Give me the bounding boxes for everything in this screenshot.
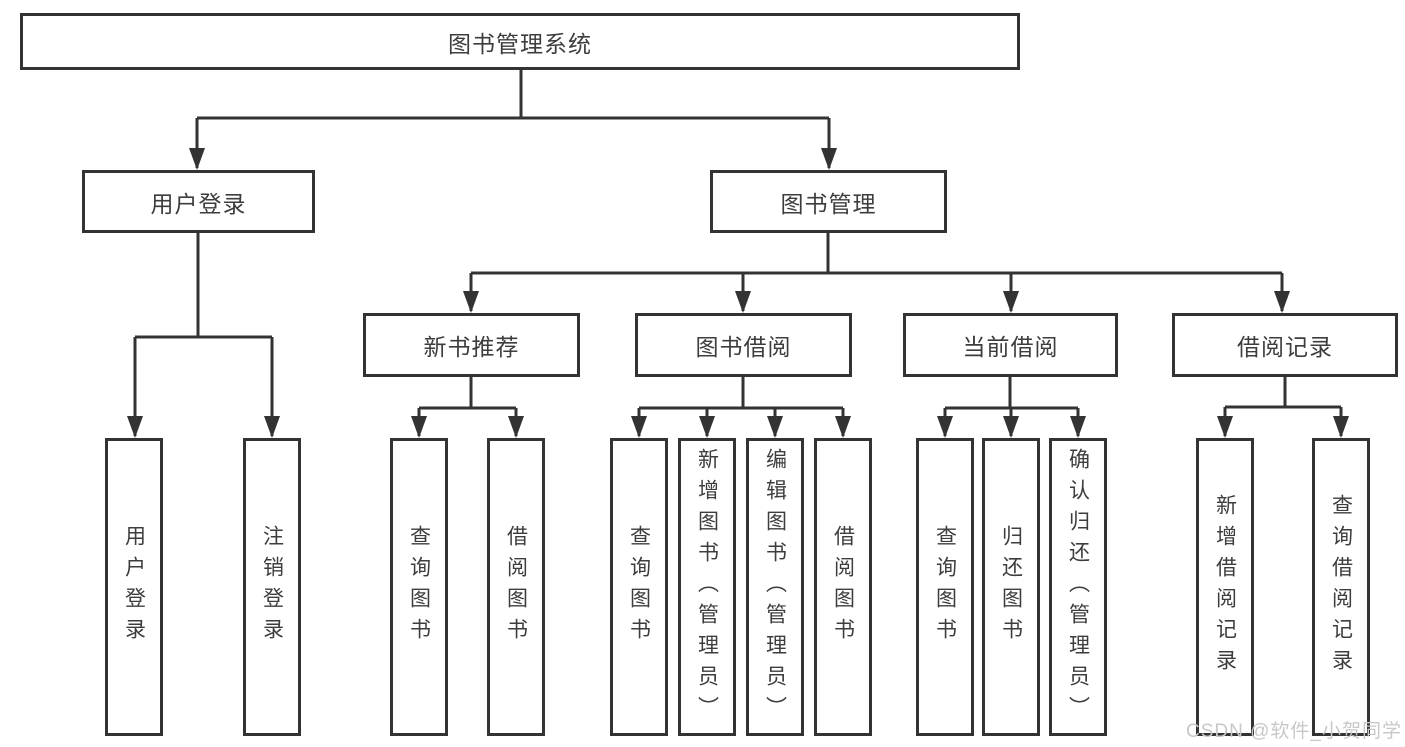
- node-label: 借阅图书: [831, 525, 855, 649]
- node-label: 借阅记录: [1237, 334, 1333, 360]
- node-label: 查询图书: [627, 525, 651, 649]
- node-leaf-add-borrow-record: 新增借阅记录: [1196, 438, 1254, 736]
- node-label: 图书借阅: [695, 334, 792, 360]
- node-label: 新增借阅记录: [1213, 494, 1237, 680]
- node-label: 注销登录: [260, 525, 284, 649]
- node-leaf-search-borrow-record: 查询借阅记录: [1312, 438, 1370, 736]
- node-leaf-borrow-books-2: 借阅图书: [814, 438, 872, 736]
- node-leaf-borrow-books-1: 借阅图书: [487, 438, 545, 736]
- node-leaf-logout: 注销登录: [243, 438, 301, 736]
- node-leaf-return-books: 归还图书: [982, 438, 1040, 736]
- node-book-borrowing: 图书借阅: [635, 313, 852, 377]
- node-leaf-search-books-2: 查询图书: [610, 438, 668, 736]
- node-book-management: 图书管理: [710, 170, 947, 233]
- node-user-login: 用户登录: [82, 170, 315, 233]
- node-library-management-system: 图书管理系统: [20, 13, 1020, 70]
- node-label: 新增图书（管理员）: [695, 447, 719, 727]
- node-leaf-confirm-return-admin: 确认归还（管理员）: [1049, 438, 1107, 736]
- node-label: 编辑图书（管理员）: [763, 447, 787, 727]
- node-label: 确认归还（管理员）: [1066, 447, 1090, 727]
- node-label: 查询借阅记录: [1329, 494, 1353, 680]
- node-label: 查询图书: [407, 525, 431, 649]
- node-label: 查询图书: [933, 525, 957, 649]
- node-label: 用户登录: [122, 525, 146, 649]
- node-leaf-search-books-1: 查询图书: [390, 438, 448, 736]
- node-label: 归还图书: [999, 525, 1023, 649]
- node-label: 新书推荐: [423, 334, 520, 360]
- node-current-borrowing: 当前借阅: [903, 313, 1118, 377]
- node-label: 当前借阅: [962, 334, 1059, 360]
- node-label: 图书管理: [780, 190, 877, 217]
- node-label: 用户登录: [150, 190, 247, 217]
- csdn-watermark: CSDN @软件_小贺同学: [1186, 721, 1402, 742]
- node-label: 图书管理系统: [448, 30, 592, 57]
- node-leaf-user-login: 用户登录: [105, 438, 163, 736]
- node-borrowing-records: 借阅记录: [1172, 313, 1398, 377]
- node-leaf-search-books-3: 查询图书: [916, 438, 974, 736]
- node-leaf-add-books-admin: 新增图书（管理员）: [678, 438, 736, 736]
- node-leaf-edit-books-admin: 编辑图书（管理员）: [746, 438, 804, 736]
- node-label: 借阅图书: [504, 525, 528, 649]
- node-new-book-recommendation: 新书推荐: [363, 313, 580, 377]
